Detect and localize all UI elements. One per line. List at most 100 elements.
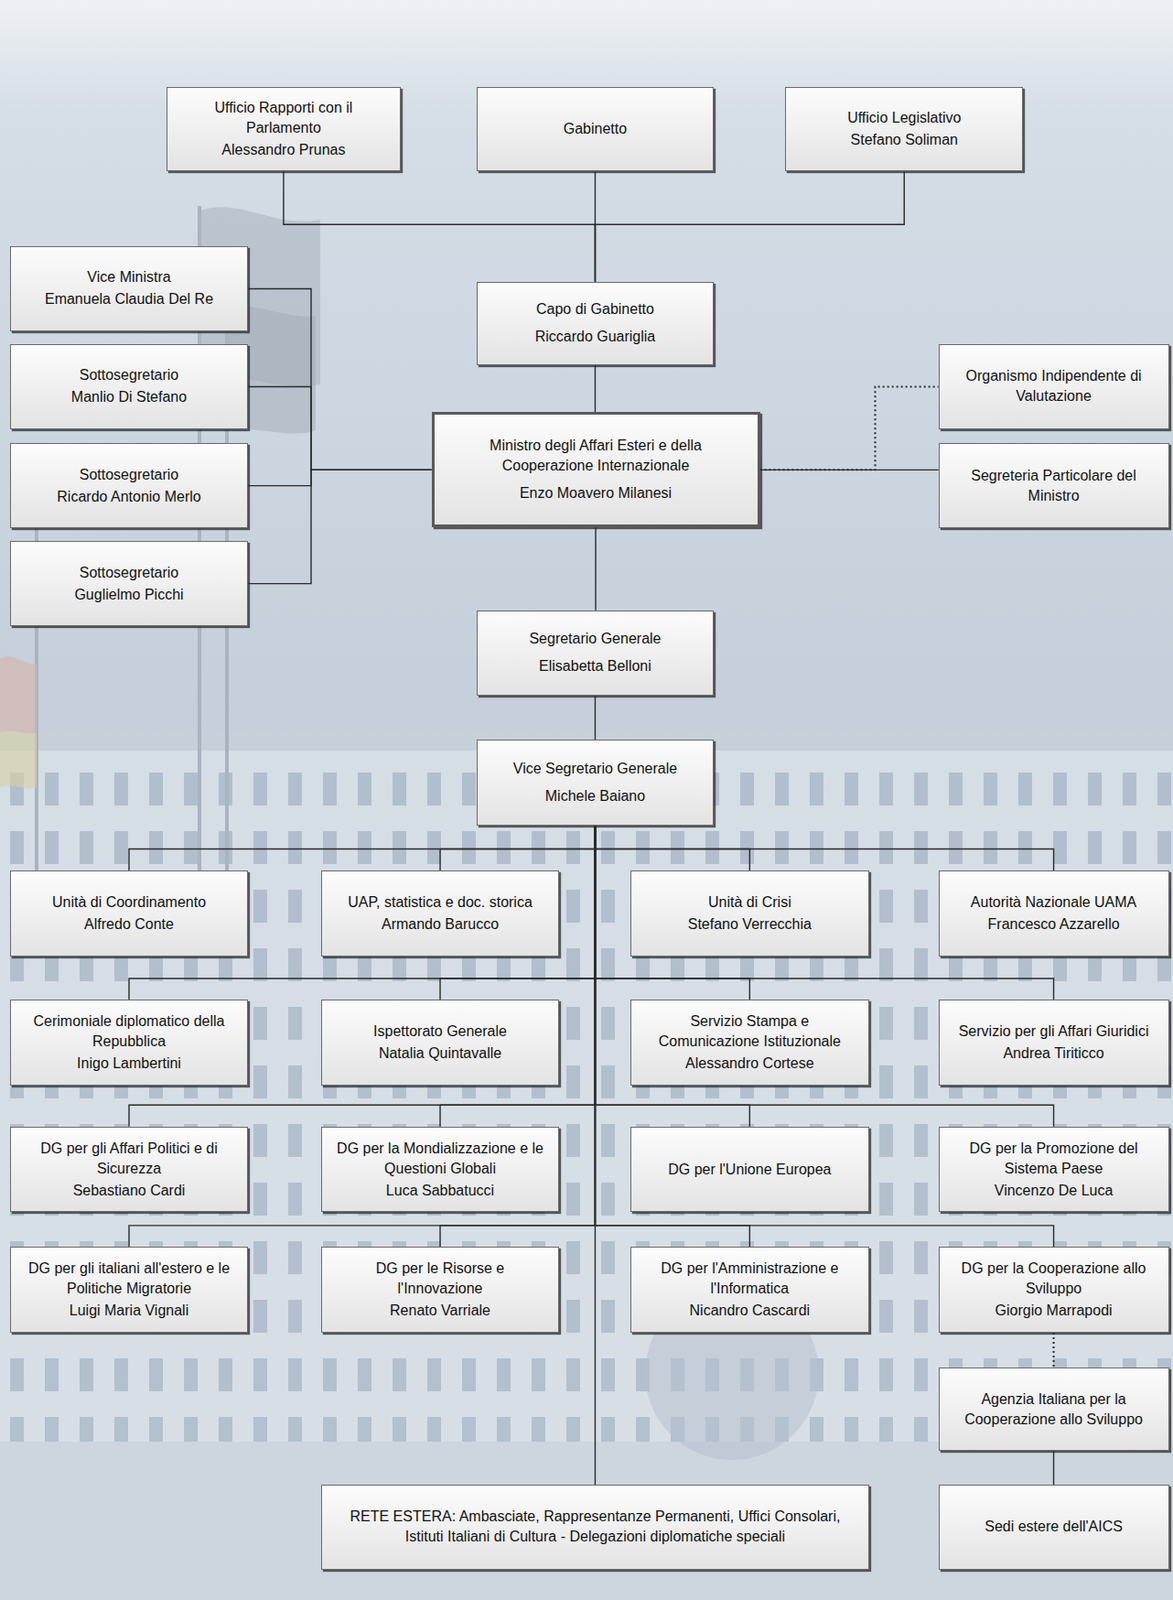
unit-title: Vice Segretario Generale [513,758,678,779]
org-unit-box: DG per l'Unione Europea [630,1126,870,1213]
org-unit-box: Segretario GeneraleElisabetta Belloni [476,610,715,697]
unit-title: Unità di Crisi [708,892,792,913]
person-name: Alessandro Prunas [221,139,345,161]
person-name: Manlio Di Stefano [71,387,187,408]
org-unit-box: Unità di CoordinamentoAlfredo Conte [10,870,248,957]
unit-title: UAP, statistica e doc. storica [347,892,533,913]
connector-line [247,386,432,470]
org-unit-box: Servizio Stampa e Comunicazione Istituzi… [630,999,870,1086]
person-name: Inigo Lambertini [76,1053,182,1074]
connector-line [1053,1450,1055,1485]
connector-line [594,365,596,412]
org-unit-box: Segreteria Particolare del Ministro [938,442,1170,529]
org-unit-box: DG per l'Amministrazione e l'Informatica… [630,1246,870,1333]
person-name: Alessandro Cortese [685,1053,815,1074]
org-unit-box: Agenzia Italiana per la Cooperazione all… [938,1366,1170,1451]
unit-title: Sottosegretario [79,365,180,386]
connector-line [247,469,432,485]
org-unit-box: Autorità Nazionale UAMAFrancesco Azzarel… [938,870,1170,957]
person-name: Luca Sabbatucci [386,1180,495,1201]
connector-line [247,469,432,583]
connector-line [247,288,432,470]
unit-title: Capo di Gabinetto [536,299,655,320]
connector-line [594,825,750,871]
person-name: Natalia Quintavalle [378,1043,502,1064]
unit-title: Vice Ministra [86,267,171,288]
person-name: Emanuela Claudia Del Re [44,289,214,310]
flag [0,656,37,733]
org-unit-box: Ispettorato GeneraleNatalia Quintavalle [321,999,560,1086]
unit-title: Segreteria Particolare del Ministro [948,465,1160,506]
person-name: Renato Varriale [389,1300,491,1321]
person-name: Stefano Verrecchia [688,914,812,935]
org-unit-box: DG per la Cooperazione allo SviluppoGior… [938,1246,1170,1333]
unit-title: Cerimoniale diplomatico della Repubblica [20,1011,238,1052]
org-unit-box: DG per gli Affari Politici e di Sicurezz… [10,1126,248,1213]
unit-title: Autorità Nazionale UAMA [970,892,1137,913]
org-unit-box: DG per la Mondializzazione e le Question… [321,1126,560,1213]
org-unit-box: DG per la Promozione del Sistema PaeseVi… [938,1126,1170,1213]
org-unit-box: Capo di GabinettoRiccardo Guariglia [476,281,715,366]
unit-title: DG per gli Affari Politici e di Sicurezz… [20,1138,238,1179]
unit-title: DG per l'Unione Europea [667,1159,831,1180]
org-unit-box: DG per le Risorse e l'InnovazioneRenato … [321,1246,560,1333]
unit-title: Servizio Stampa e Comunicazione Istituzi… [640,1011,860,1052]
org-unit-box: DG per gli italiani all'estero e le Poli… [10,1246,248,1333]
person-name: Stefano Soliman [850,129,958,151]
unit-title: Ispettorato Generale [373,1021,507,1042]
connector-line [760,469,939,471]
unit-title: RETE ESTERA: Ambasciate, Rappresentanze … [331,1506,860,1547]
person-name: Luigi Maria Vignali [69,1300,189,1321]
unit-title: DG per gli italiani all'estero e le Poli… [20,1258,238,1299]
org-unit-box: Servizio per gli Affari GiuridiciAndrea … [938,999,1170,1086]
unit-title: Ufficio Rapporti con il Parlamento [176,97,391,139]
org-unit-box: Unità di CrisiStefano Verrecchia [630,870,870,957]
unit-title: Segretario Generale [528,628,661,649]
connector-line [440,825,595,871]
unit-title: Sottosegretario [79,464,180,485]
unit-title: Ministro degli Affari Esteri e della Coo… [454,435,738,476]
unit-title: Servizio per gli Affari Giuridici [958,1021,1150,1042]
building-facade [0,745,1173,1442]
org-unit-box: Vice Segretario GeneraleMichele Baiano [476,739,715,826]
dotted-connector [1053,1332,1055,1367]
unit-title: Sottosegretario [79,562,180,583]
connector-line [283,171,596,281]
org-unit-box: Cerimoniale diplomatico della Repubblica… [10,999,248,1086]
org-unit-box: Sedi estere dell'AICS [938,1484,1170,1570]
person-name: Francesco Azzarello [988,914,1120,935]
unit-title: Gabinetto [563,118,627,140]
org-unit-box: Ufficio Rapporti con il ParlamentoAlessa… [166,86,401,173]
person-name: Giorgio Marrapodi [995,1300,1113,1321]
person-name: Riccardo Guariglia [535,326,657,347]
unit-title: DG per la Mondializzazione e le Question… [331,1138,549,1179]
connector-line [594,527,596,610]
person-name: Ricardo Antonio Merlo [56,486,201,507]
person-name: Vincenzo De Luca [994,1180,1114,1201]
person-name: Andrea Tiriticco [1002,1043,1104,1064]
unit-title: Unità di Coordinamento [52,892,206,913]
person-name: Elisabetta Belloni [538,656,652,677]
org-unit-box: Organismo Indipendente di Valutazione [938,344,1170,431]
person-name: Sebastiano Cardi [73,1180,186,1201]
person-name: Nicandro Cascardi [689,1300,811,1321]
connector-line [129,825,595,871]
unit-title: DG per la Cooperazione allo Sviluppo [948,1258,1160,1299]
person-name: Michele Baiano [545,785,646,807]
unit-title: DG per l'Amministrazione e l'Informatica [640,1258,860,1299]
person-name: Alfredo Conte [84,914,174,935]
dotted-connector [760,386,939,470]
connector-line [594,825,596,1485]
org-unit-box: SottosegretarioManlio Di Stefano [10,344,248,431]
connector-line [594,171,904,281]
connector-line [594,695,596,740]
connector-line [594,825,1054,871]
unit-title: DG per le Risorse e l'Innovazione [331,1258,549,1299]
unit-title: Agenzia Italiana per la Cooperazione all… [948,1388,1160,1430]
org-unit-box: RETE ESTERA: Ambasciate, Rappresentanze … [321,1484,870,1570]
person-name: Armando Barucco [381,914,499,935]
org-unit-box: SottosegretarioRicardo Antonio Merlo [10,442,248,529]
unit-title: Ufficio Legislativo [847,107,961,129]
flag [0,731,37,789]
